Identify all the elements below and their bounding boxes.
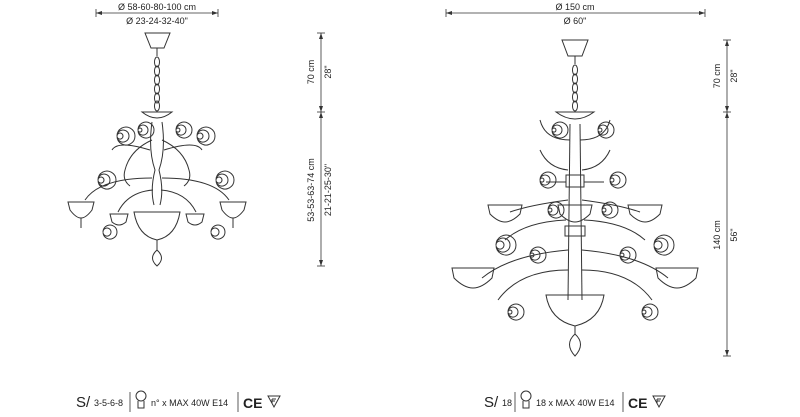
left-spec-line: S/ 3-5-6-8 n° x MAX 40W E14 CE	[76, 390, 281, 412]
left-chandelier-illustration	[67, 32, 247, 267]
right-width-in: Ø 60"	[564, 16, 587, 26]
left-body-in: 21-21-25-30"	[323, 164, 333, 216]
right-series-symbol: S/	[484, 394, 499, 411]
right-width-cm: Ø 150 cm	[555, 2, 594, 12]
right-spec-line: S/ 18 18 x MAX 40W E14 CE	[484, 390, 666, 412]
right-ce-mark: CE	[628, 395, 647, 411]
left-series-value: 3-5-6-8	[94, 398, 123, 408]
right-height-cm: 140 cm	[712, 220, 722, 250]
right-height-in: 56"	[729, 228, 739, 241]
right-chain-cm: 70 cm	[712, 64, 722, 89]
left-chain-in: 28"	[323, 65, 333, 78]
bulb-icon	[135, 390, 147, 409]
right-series-value: 18	[502, 398, 512, 408]
left-ce-mark: CE	[243, 395, 262, 411]
right-width-dimension	[445, 9, 706, 17]
left-width-cm: Ø 58-60-80-100 cm	[118, 2, 196, 12]
right-chandelier-illustration	[451, 39, 699, 357]
left-lamp-spec: n° x MAX 40W E14	[151, 398, 228, 408]
right-chain-in: 28"	[729, 69, 739, 82]
left-spiral-ornaments	[97, 121, 235, 240]
left-height-dimensions	[317, 32, 325, 267]
right-lamp-spec: 18 x MAX 40W E14	[536, 398, 615, 408]
right-height-dimensions	[723, 39, 731, 357]
bulb-icon	[520, 390, 532, 409]
left-body-cm: 53-53-63-74 cm	[306, 158, 316, 222]
left-series-symbol: S/	[76, 394, 91, 411]
left-width-dimension	[95, 9, 219, 17]
right-chain	[572, 64, 578, 112]
right-spiral-ornaments	[495, 121, 675, 321]
left-chain	[154, 56, 160, 112]
triangle-f-icon	[267, 395, 281, 409]
left-width-in: Ø 23-24-32-40"	[126, 16, 188, 26]
left-chain-cm: 70 cm	[306, 60, 316, 85]
triangle-f-icon	[652, 395, 666, 409]
